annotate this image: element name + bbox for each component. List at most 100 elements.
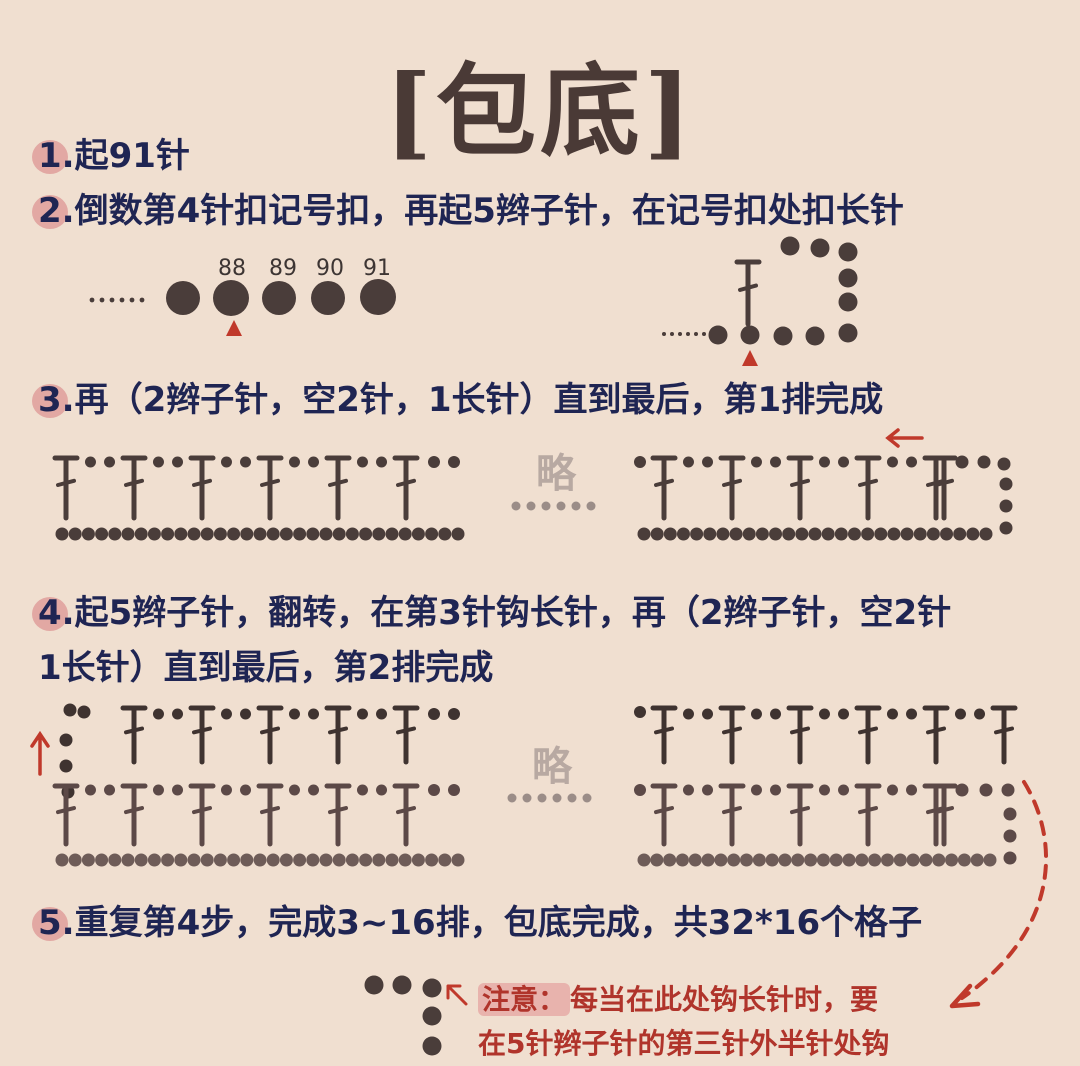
chain-stitch xyxy=(913,527,927,541)
double-crochet-stitch xyxy=(718,705,746,765)
step-3: 3.再（2辫子针，空2针，1长针）直到最后，第1排完成 xyxy=(32,372,883,421)
chain-stitch xyxy=(675,853,689,867)
note-line-2: 在5针辫子针的第三针外半针处钩 xyxy=(478,1027,890,1060)
chain-stitch xyxy=(356,784,368,796)
chain-stitch xyxy=(425,853,439,867)
step-text: 倒数第4针扣记号扣，再起5辫子针，在记号扣处扣长针 xyxy=(74,191,904,231)
chain-stitch xyxy=(253,853,267,867)
chain-stitch xyxy=(108,527,122,541)
chain-stitch xyxy=(95,527,109,541)
chain-stitch xyxy=(750,784,762,796)
double-crochet-stitch xyxy=(786,455,814,521)
chain-stitch xyxy=(147,853,161,867)
chain-stitch xyxy=(740,325,760,345)
chain-stitch xyxy=(861,527,875,541)
chain-stitch xyxy=(997,457,1011,471)
marker-triangle-icon xyxy=(226,320,242,336)
chain-stitch xyxy=(108,853,122,867)
chain-stitch xyxy=(308,784,320,796)
chain-stitch xyxy=(526,501,536,511)
chain-stitch xyxy=(838,784,850,796)
chain-stitch xyxy=(308,708,320,720)
chain-stitch xyxy=(200,853,214,867)
stitch-number-label: 90 xyxy=(316,256,344,281)
chain-stitch xyxy=(187,527,201,541)
chain-stitch xyxy=(213,853,227,867)
step-1: 1.起91针 xyxy=(32,128,190,177)
chain-stitch xyxy=(81,527,95,541)
double-crochet-stitch xyxy=(854,783,882,847)
page-title: [包底] xyxy=(384,52,696,170)
chain-stitch xyxy=(428,784,440,796)
chain-stitch xyxy=(694,332,698,336)
chain-stitch xyxy=(676,527,690,541)
chain-stitch xyxy=(932,853,946,867)
arrow-up-icon xyxy=(30,730,50,776)
chain-stitch xyxy=(147,527,161,541)
dashed-arrow-head xyxy=(949,983,981,1009)
chain-stitch xyxy=(900,527,914,541)
chain-stitch xyxy=(702,332,706,336)
chain-stitch xyxy=(770,456,782,468)
chain-stitch xyxy=(906,853,920,867)
chain-stitch xyxy=(84,784,96,796)
chain-stitch xyxy=(372,853,386,867)
chain-stitch xyxy=(537,793,547,803)
double-crochet-stitch xyxy=(650,455,678,521)
chain-stitch xyxy=(740,853,754,867)
chain-stitch xyxy=(77,705,91,719)
chain-stitch xyxy=(55,853,69,867)
chain-stitch xyxy=(582,793,592,803)
chain-stitch xyxy=(1003,851,1017,865)
chain-stitch xyxy=(152,784,164,796)
double-crochet-stitch xyxy=(392,783,420,847)
chain-stitch xyxy=(161,527,175,541)
chain-stitch xyxy=(68,527,82,541)
chain-stitch xyxy=(567,793,577,803)
chain-stitch xyxy=(134,527,148,541)
chain-stitch xyxy=(716,527,730,541)
chain-stitch xyxy=(411,853,425,867)
chain-stitch xyxy=(152,456,164,468)
chain-stitch xyxy=(727,853,741,867)
double-crochet-stitch xyxy=(120,783,148,847)
chain-stitch xyxy=(702,456,714,468)
chain-stitch xyxy=(552,793,562,803)
chain-stitch xyxy=(425,527,439,541)
step-number-badge: 2. xyxy=(32,191,75,231)
chain-stitch xyxy=(780,236,800,256)
chain-stitch xyxy=(81,853,95,867)
chain-stitch xyxy=(109,297,115,303)
chain-stitch xyxy=(838,456,850,468)
double-crochet-stitch xyxy=(854,705,882,765)
double-crochet-stitch xyxy=(650,705,678,765)
chain-stitch xyxy=(372,527,386,541)
chain-stitch xyxy=(240,784,252,796)
chain-stitch xyxy=(957,853,971,867)
chain-stitch xyxy=(332,527,346,541)
stitch-number-label: 91 xyxy=(363,256,391,281)
chain-stitch xyxy=(701,853,715,867)
chain-stitch xyxy=(682,456,694,468)
chain-stitch xyxy=(161,853,175,867)
chain-stitch xyxy=(919,853,933,867)
chain-stitch xyxy=(637,527,651,541)
dashed-arrow-icon xyxy=(960,780,1048,1000)
chain-stitch xyxy=(376,708,388,720)
double-crochet-stitch xyxy=(392,705,420,765)
chain-stitch xyxy=(682,708,694,720)
chain-stitch xyxy=(765,853,779,867)
double-crochet-stitch xyxy=(650,783,678,847)
chain-stitch xyxy=(650,527,664,541)
chain-stitch xyxy=(448,456,460,468)
note: 注意：每当在此处钩长针时，要 在5针辫子针的第三针外半针处钩 xyxy=(478,978,889,1066)
step-4: 4.起5辫子针，翻转，在第3针钩长针，再（2辫子针，空2针 xyxy=(32,585,951,634)
chain-stitch xyxy=(804,853,818,867)
chain-stitch xyxy=(977,455,991,469)
chain-stitch xyxy=(663,853,677,867)
chain-stitch xyxy=(220,708,232,720)
double-crochet-stitch xyxy=(324,705,352,765)
chain-stitch xyxy=(356,708,368,720)
chain-stitch xyxy=(119,297,125,303)
chain-stitch xyxy=(240,456,252,468)
